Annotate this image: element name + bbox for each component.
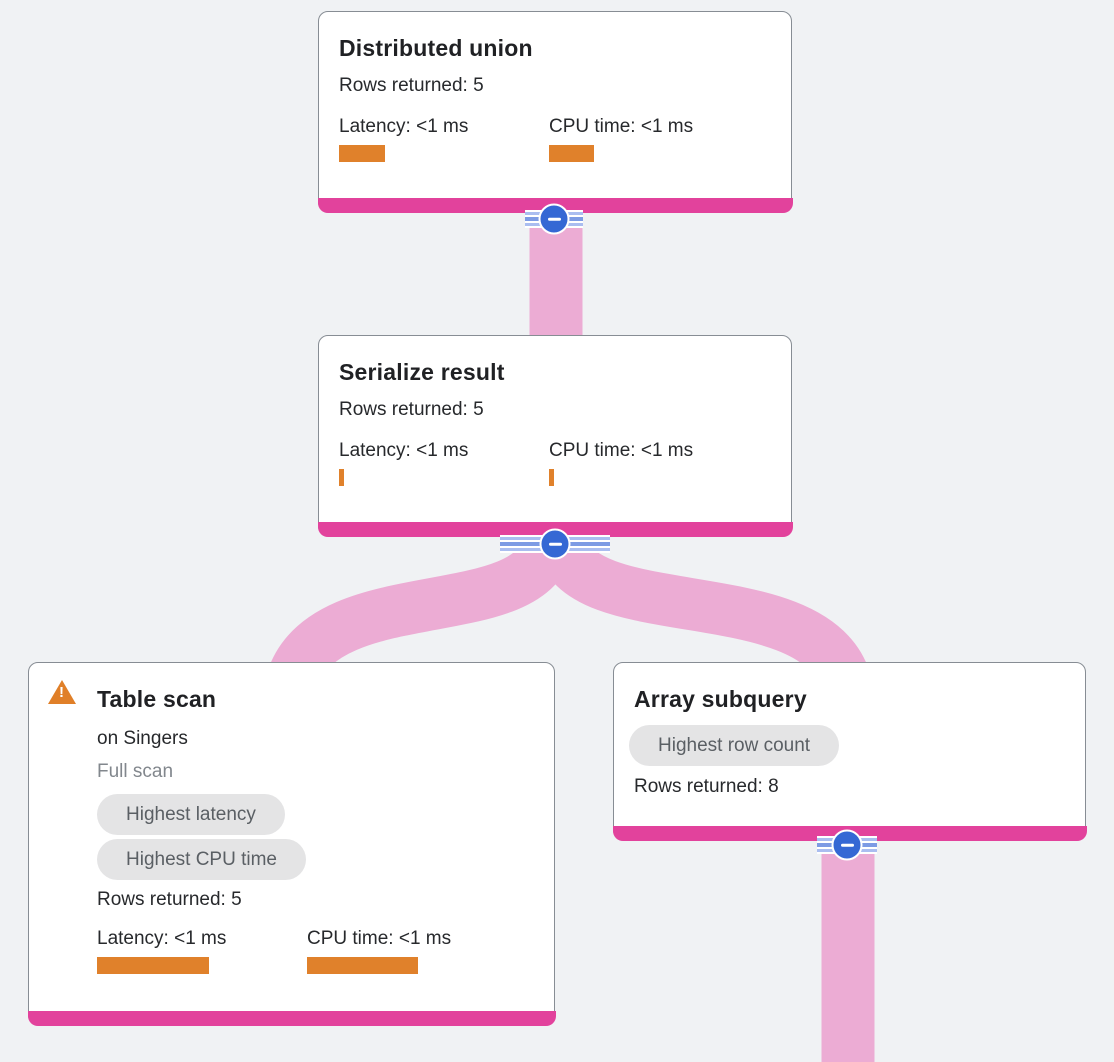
collapse-circle [831, 829, 863, 861]
latency-bar [339, 145, 385, 162]
node-title: Table scan [97, 686, 217, 712]
node-card-serialize-result[interactable]: Serialize result Rows returned: 5 Latenc… [317, 335, 793, 537]
rows-returned-text: Rows returned: 5 [339, 399, 484, 420]
node-card-table-scan[interactable]: Table scan on Singers Full scan Highest … [27, 662, 556, 1026]
latency-label: Latency: <1 ms [339, 116, 469, 137]
node-card-distributed-union[interactable]: Distributed union Rows returned: 5 Laten… [317, 11, 793, 213]
collapse-button-distributed-union[interactable] [525, 203, 583, 235]
collapse-button-serialize-result[interactable] [500, 528, 610, 560]
latency-label: Latency: <1 ms [339, 440, 469, 461]
cpu-time-label: CPU time: <1 ms [307, 928, 452, 949]
node-title: Serialize result [339, 359, 505, 385]
cpu-time-label: CPU time: <1 ms [549, 440, 694, 461]
card-accent-bar [27, 1010, 556, 1026]
rows-returned-text: Rows returned: 8 [634, 776, 779, 797]
rows-returned-text: Rows returned: 5 [97, 889, 242, 910]
node-card-array-subquery[interactable]: Array subquery Highest row count Rows re… [612, 662, 1087, 841]
edge-serialize-result-to-table-scan [267, 536, 574, 691]
scan-type-text: Full scan [97, 761, 174, 782]
node-title: Distributed union [339, 35, 533, 61]
cpu-time-bar [549, 469, 554, 486]
rows-returned-text: Rows returned: 5 [339, 75, 484, 96]
cpu-time-label: CPU time: <1 ms [549, 116, 694, 137]
cpu-time-bar [307, 957, 418, 974]
badge-highest-row-count: Highest row count [629, 725, 840, 766]
collapse-circle [538, 203, 570, 235]
warning-triangle-icon [48, 680, 76, 704]
edge-serialize-result-to-array-subquery [536, 535, 870, 691]
minus-icon [548, 542, 562, 546]
collapse-circle [539, 528, 571, 560]
latency-label: Latency: <1 ms [97, 928, 227, 949]
minus-icon [547, 217, 561, 221]
badge-highest-latency: Highest latency [97, 794, 285, 835]
badge-highest-cpu-time: Highest CPU time [97, 839, 306, 880]
latency-bar [339, 469, 344, 486]
latency-bar [97, 957, 209, 974]
cpu-time-bar [549, 145, 594, 162]
node-title: Array subquery [634, 686, 807, 712]
node-subtitle: on Singers [97, 728, 188, 749]
collapse-button-array-subquery[interactable] [817, 829, 877, 861]
minus-icon [840, 843, 854, 847]
